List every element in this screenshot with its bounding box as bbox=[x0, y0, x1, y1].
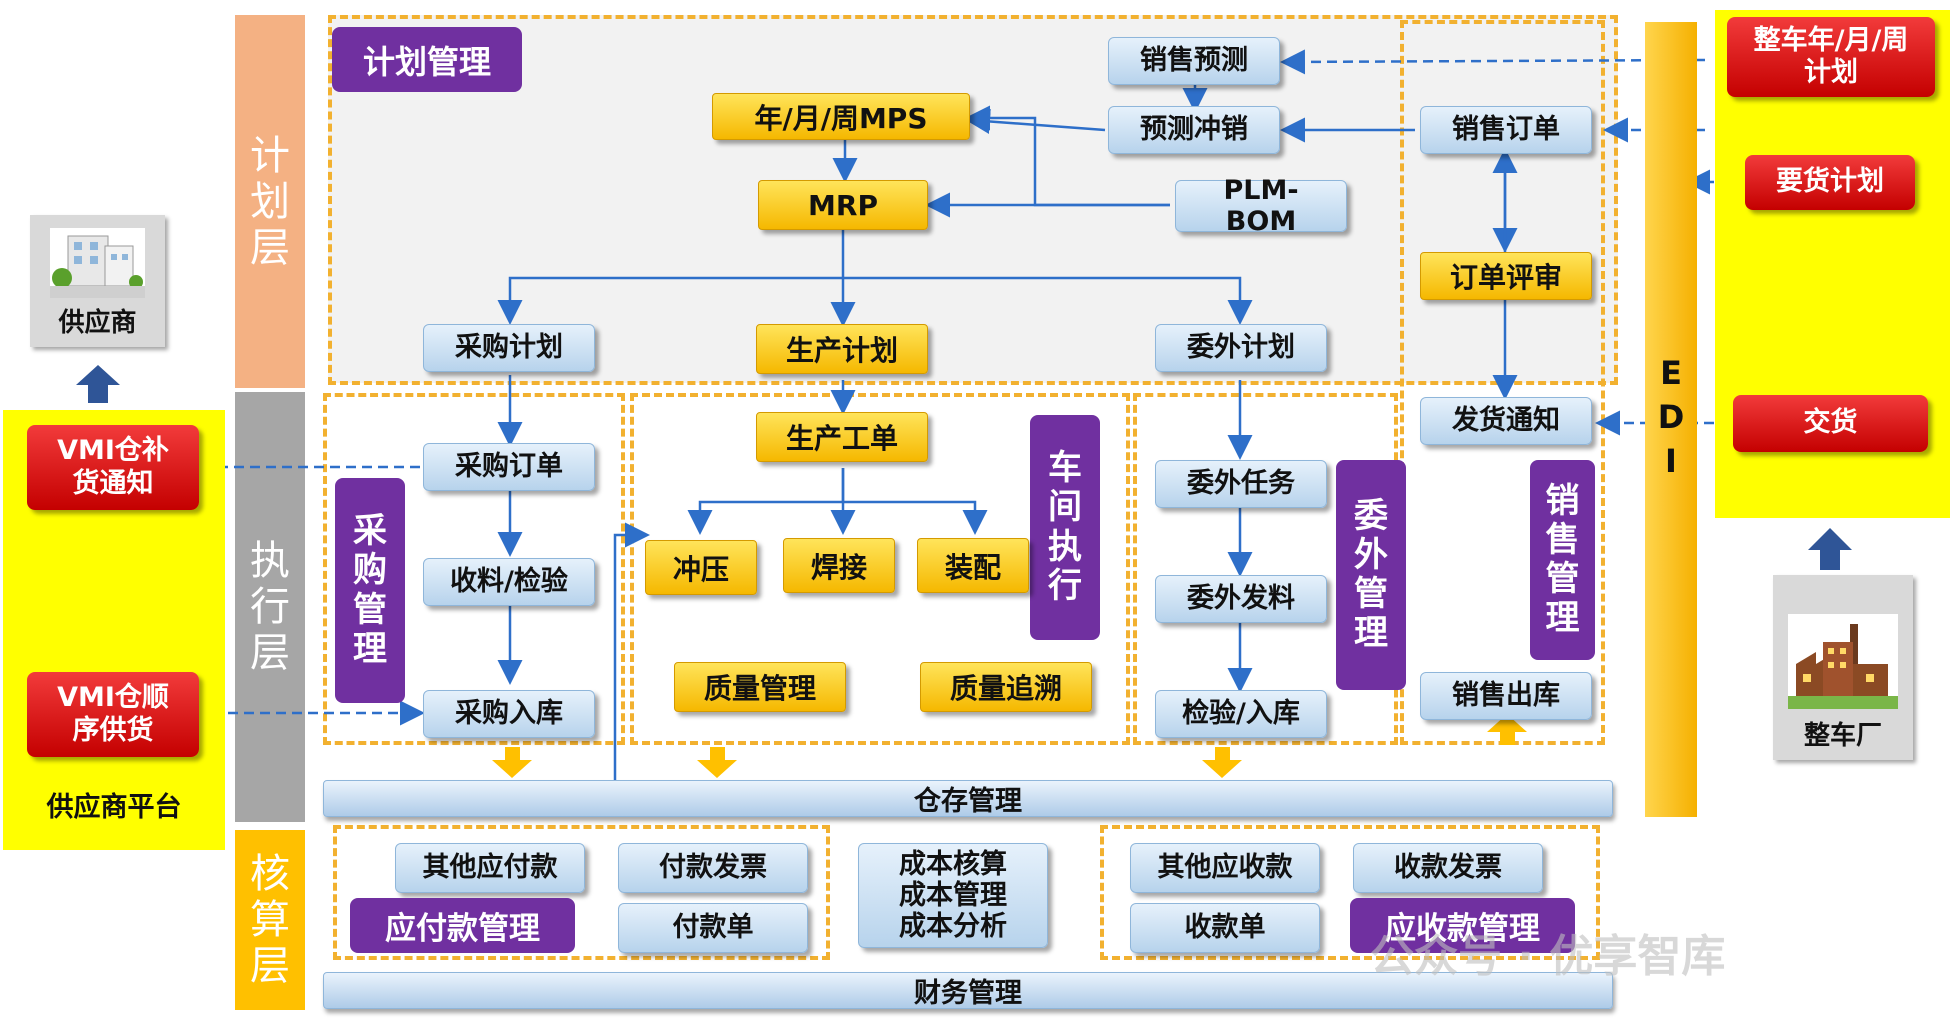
demand-plan-box[interactable]: 要货计划 bbox=[1745, 155, 1915, 210]
payable-mgmt-label: 应付款管理 bbox=[350, 898, 575, 953]
costing-box[interactable]: 成本核算 成本管理 成本分析 bbox=[858, 843, 1048, 948]
oem-factory-card: 整车厂 bbox=[1773, 575, 1913, 760]
sales-order-box[interactable]: 销售订单 bbox=[1420, 106, 1592, 154]
sales-forecast-box[interactable]: 销售预测 bbox=[1108, 37, 1280, 85]
production-plan-box[interactable]: 生产计划 bbox=[756, 324, 928, 374]
inspect-inbound-box[interactable]: 检验/入库 bbox=[1155, 690, 1327, 738]
supplier-platform-label: 供应商平台 bbox=[46, 792, 182, 823]
supplier-label: 供应商 bbox=[58, 308, 137, 338]
other-receivable-box[interactable]: 其他应收款 bbox=[1130, 843, 1320, 893]
plan-layer-label: 计划层 bbox=[235, 15, 305, 388]
plm-bom-box[interactable]: PLM-BOM bbox=[1175, 175, 1347, 237]
outsource-issue-box[interactable]: 委外发料 bbox=[1155, 575, 1327, 623]
sales-mgmt-label: 销售管理 bbox=[1530, 460, 1595, 660]
purchase-order-box[interactable]: 采购订单 bbox=[423, 443, 595, 491]
payment-invoice-box[interactable]: 付款发票 bbox=[618, 843, 808, 893]
mrp-box[interactable]: MRP bbox=[758, 180, 928, 230]
vmi-replenish-box[interactable]: VMI仓补货通知 bbox=[27, 425, 199, 510]
assembly-box[interactable]: 装配 bbox=[917, 538, 1029, 593]
ship-notice-box[interactable]: 发货通知 bbox=[1420, 397, 1592, 445]
costing-line: 成本核算 bbox=[899, 848, 1007, 880]
oem-plan-box[interactable]: 整车年/月/周计划 bbox=[1727, 17, 1935, 97]
costing-line: 成本分析 bbox=[899, 911, 1007, 943]
receipt-invoice-box[interactable]: 收款发票 bbox=[1353, 843, 1543, 893]
welding-box[interactable]: 焊接 bbox=[783, 538, 895, 593]
quality-trace-box[interactable]: 质量追溯 bbox=[920, 662, 1092, 712]
edi-bar: EDI bbox=[1645, 22, 1697, 817]
outsource-plan-box[interactable]: 委外计划 bbox=[1155, 324, 1327, 372]
quality-mgmt-box[interactable]: 质量管理 bbox=[674, 662, 846, 712]
vmi-sequence-box[interactable]: VMI仓顺序供货 bbox=[27, 672, 199, 757]
forecast-offset-box[interactable]: 预测冲销 bbox=[1108, 106, 1280, 154]
purchase-mgmt-label: 采购管理 bbox=[335, 478, 405, 703]
order-review-box[interactable]: 订单评审 bbox=[1420, 252, 1592, 300]
payable-zone bbox=[333, 825, 830, 960]
purchase-zone bbox=[323, 393, 625, 745]
payment-doc-box[interactable]: 付款单 bbox=[618, 903, 808, 953]
sales-out-box[interactable]: 销售出库 bbox=[1420, 672, 1592, 720]
exec-layer-label: 执行层 bbox=[235, 392, 305, 822]
finance-bar[interactable]: 财务管理 bbox=[323, 972, 1613, 1009]
plan-zone bbox=[328, 15, 1618, 385]
receivable-zone bbox=[1100, 825, 1600, 960]
receive-inspect-box[interactable]: 收料/检验 bbox=[423, 558, 595, 606]
stamping-box[interactable]: 冲压 bbox=[645, 540, 757, 595]
supplier-building-icon bbox=[50, 228, 145, 298]
warehouse-bar[interactable]: 仓存管理 bbox=[323, 780, 1613, 817]
factory-label: 整车厂 bbox=[1803, 721, 1882, 751]
receipt-doc-box[interactable]: 收款单 bbox=[1130, 903, 1320, 953]
workshop-zone bbox=[630, 393, 1130, 745]
outsource-task-box[interactable]: 委外任务 bbox=[1155, 460, 1327, 508]
delivery-box[interactable]: 交货 bbox=[1733, 395, 1928, 452]
watermark: 公众号 · 优享智库 bbox=[1370, 931, 1726, 982]
purchase-inbound-box[interactable]: 采购入库 bbox=[423, 690, 595, 738]
outsource-mgmt-label: 委外管理 bbox=[1336, 460, 1406, 690]
receivable-mgmt-label: 应收款管理 bbox=[1350, 898, 1575, 953]
mps-box[interactable]: 年/月/周MPS bbox=[712, 93, 970, 140]
supplier-card: 供应商 bbox=[30, 215, 165, 347]
workshop-exec-label: 车间执行 bbox=[1030, 415, 1100, 640]
work-order-box[interactable]: 生产工单 bbox=[756, 412, 928, 462]
costing-line: 成本管理 bbox=[899, 879, 1007, 911]
factory-icon bbox=[1788, 614, 1898, 709]
purchase-plan-box[interactable]: 采购计划 bbox=[423, 324, 595, 372]
plan-mgmt-title: 计划管理 bbox=[332, 27, 522, 92]
other-payable-box[interactable]: 其他应付款 bbox=[395, 843, 585, 893]
acct-layer-label: 核算层 bbox=[235, 830, 305, 1010]
